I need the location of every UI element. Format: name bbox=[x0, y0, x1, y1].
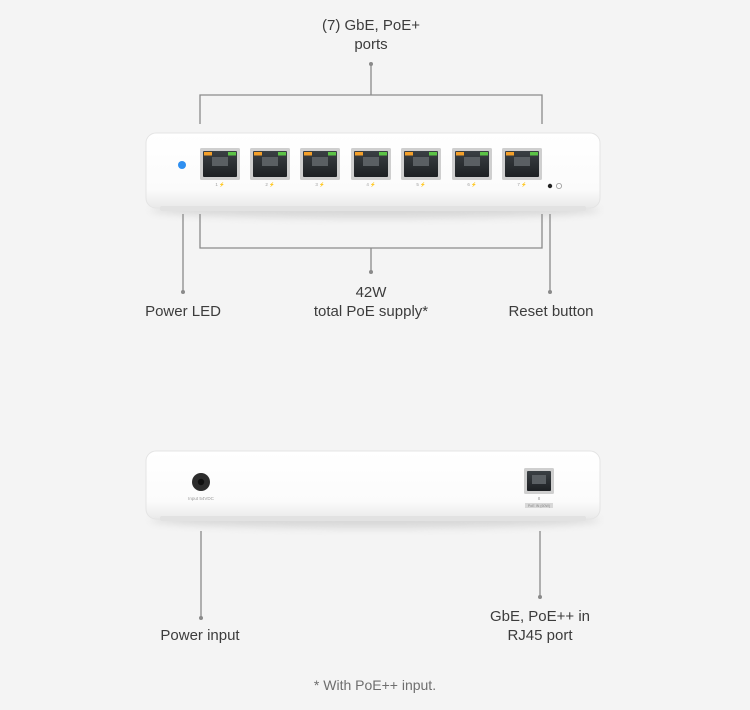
back-port-contacts bbox=[532, 475, 546, 484]
port-contacts bbox=[212, 157, 228, 166]
port-caption: 3 ⚡ bbox=[315, 181, 324, 188]
back-port-caption: PoE IN (60W) bbox=[528, 504, 550, 508]
port-caption: 6 ⚡ bbox=[467, 181, 476, 188]
port-activity-led-orange bbox=[506, 152, 514, 156]
port-activity-led-orange bbox=[405, 152, 413, 156]
front-device-feet bbox=[160, 206, 586, 211]
port-link-led-green bbox=[429, 152, 437, 156]
port-contacts bbox=[312, 157, 328, 166]
ports-callout-dot bbox=[369, 62, 373, 66]
power-input-label: Power input bbox=[160, 627, 240, 644]
poe-in-line2: RJ45 port bbox=[507, 627, 573, 644]
front-port-group: 1 ⚡ 2 ⚡ 3 ⚡ 4 ⚡ 5 ⚡ 6 ⚡ 7 ⚡ bbox=[200, 148, 542, 188]
port-caption: 1 ⚡ bbox=[215, 181, 224, 188]
port-activity-led-orange bbox=[204, 152, 212, 156]
port-caption: 4 ⚡ bbox=[366, 181, 375, 188]
poe-in-port-label: GbE, PoE++ in RJ45 port bbox=[470, 607, 610, 645]
front-switch-device: 1 ⚡ 2 ⚡ 3 ⚡ 4 ⚡ 5 ⚡ 6 ⚡ 7 ⚡ bbox=[145, 132, 601, 218]
ports-label-line1: (7) GbE, PoE+ bbox=[322, 17, 420, 34]
poe-in-line1: GbE, PoE++ in bbox=[489, 608, 591, 625]
port-contacts bbox=[464, 157, 480, 166]
footnote: * With PoE++ input. bbox=[313, 677, 437, 693]
port-link-led-green bbox=[530, 152, 538, 156]
port-link-led-green bbox=[328, 152, 336, 156]
port-link-led-green bbox=[278, 152, 286, 156]
back-switch-device: Input 54VDC 8 PoE IN (60W) bbox=[145, 450, 601, 528]
power-jack-caption: Input 54VDC bbox=[188, 496, 215, 501]
front-port-6[interactable]: 6 ⚡ bbox=[452, 148, 492, 188]
poe-in-callout-dot bbox=[538, 595, 542, 599]
front-port-4[interactable]: 4 ⚡ bbox=[351, 148, 391, 188]
poe-supply-label: 42W total PoE supply* bbox=[281, 283, 461, 321]
port-link-led-green bbox=[228, 152, 236, 156]
port-link-led-green bbox=[379, 152, 387, 156]
back-port-caption-bg bbox=[525, 503, 553, 508]
back-callout-dots bbox=[199, 595, 542, 620]
reset-callout-dot bbox=[548, 290, 552, 294]
power-led-indicator bbox=[178, 161, 186, 169]
front-port-3[interactable]: 3 ⚡ bbox=[300, 148, 340, 188]
power-jack-pin bbox=[197, 478, 205, 486]
front-callout-lines bbox=[182, 64, 551, 292]
front-port-1[interactable]: 1 ⚡ bbox=[200, 148, 240, 188]
back-callout-lines bbox=[200, 531, 541, 618]
front-callout-dots bbox=[181, 62, 552, 294]
power-input-callout-dot bbox=[199, 616, 203, 620]
poe-supply-bracket-line bbox=[199, 214, 543, 249]
port-contacts bbox=[514, 157, 530, 166]
reset-icon bbox=[556, 182, 563, 189]
port-activity-led-orange bbox=[456, 152, 464, 156]
ports-label-line2: ports bbox=[354, 36, 388, 53]
port-contacts bbox=[363, 157, 379, 166]
poe-supply-line1: 42W bbox=[355, 284, 387, 301]
port-caption: 5 ⚡ bbox=[416, 181, 425, 188]
port-caption: 7 ⚡ bbox=[517, 181, 526, 188]
ports-label: (7) GbE, PoE+ ports bbox=[291, 16, 451, 54]
port-activity-led-orange bbox=[355, 152, 363, 156]
port-activity-led-orange bbox=[304, 152, 312, 156]
port-contacts bbox=[262, 157, 278, 166]
back-rj45-port[interactable]: 8 PoE IN (60W) bbox=[524, 468, 554, 508]
power-led-callout-dot bbox=[181, 290, 185, 294]
back-port-number: 8 bbox=[538, 496, 541, 501]
reset-button-hole[interactable] bbox=[547, 183, 553, 189]
ports-bracket-line bbox=[199, 94, 543, 124]
reset-button-label: Reset button bbox=[508, 303, 594, 320]
front-port-5[interactable]: 5 ⚡ bbox=[401, 148, 441, 188]
front-port-2[interactable]: 2 ⚡ bbox=[250, 148, 290, 188]
port-activity-led-orange bbox=[254, 152, 262, 156]
poe-supply-callout-dot bbox=[369, 270, 373, 274]
poe-supply-line2: total PoE supply* bbox=[313, 303, 429, 320]
power-led-label: Power LED bbox=[145, 303, 221, 320]
front-port-7[interactable]: 7 ⚡ bbox=[502, 148, 542, 188]
port-link-led-green bbox=[480, 152, 488, 156]
back-device-feet bbox=[160, 516, 586, 521]
port-contacts bbox=[413, 157, 429, 166]
port-caption: 2 ⚡ bbox=[265, 181, 274, 188]
